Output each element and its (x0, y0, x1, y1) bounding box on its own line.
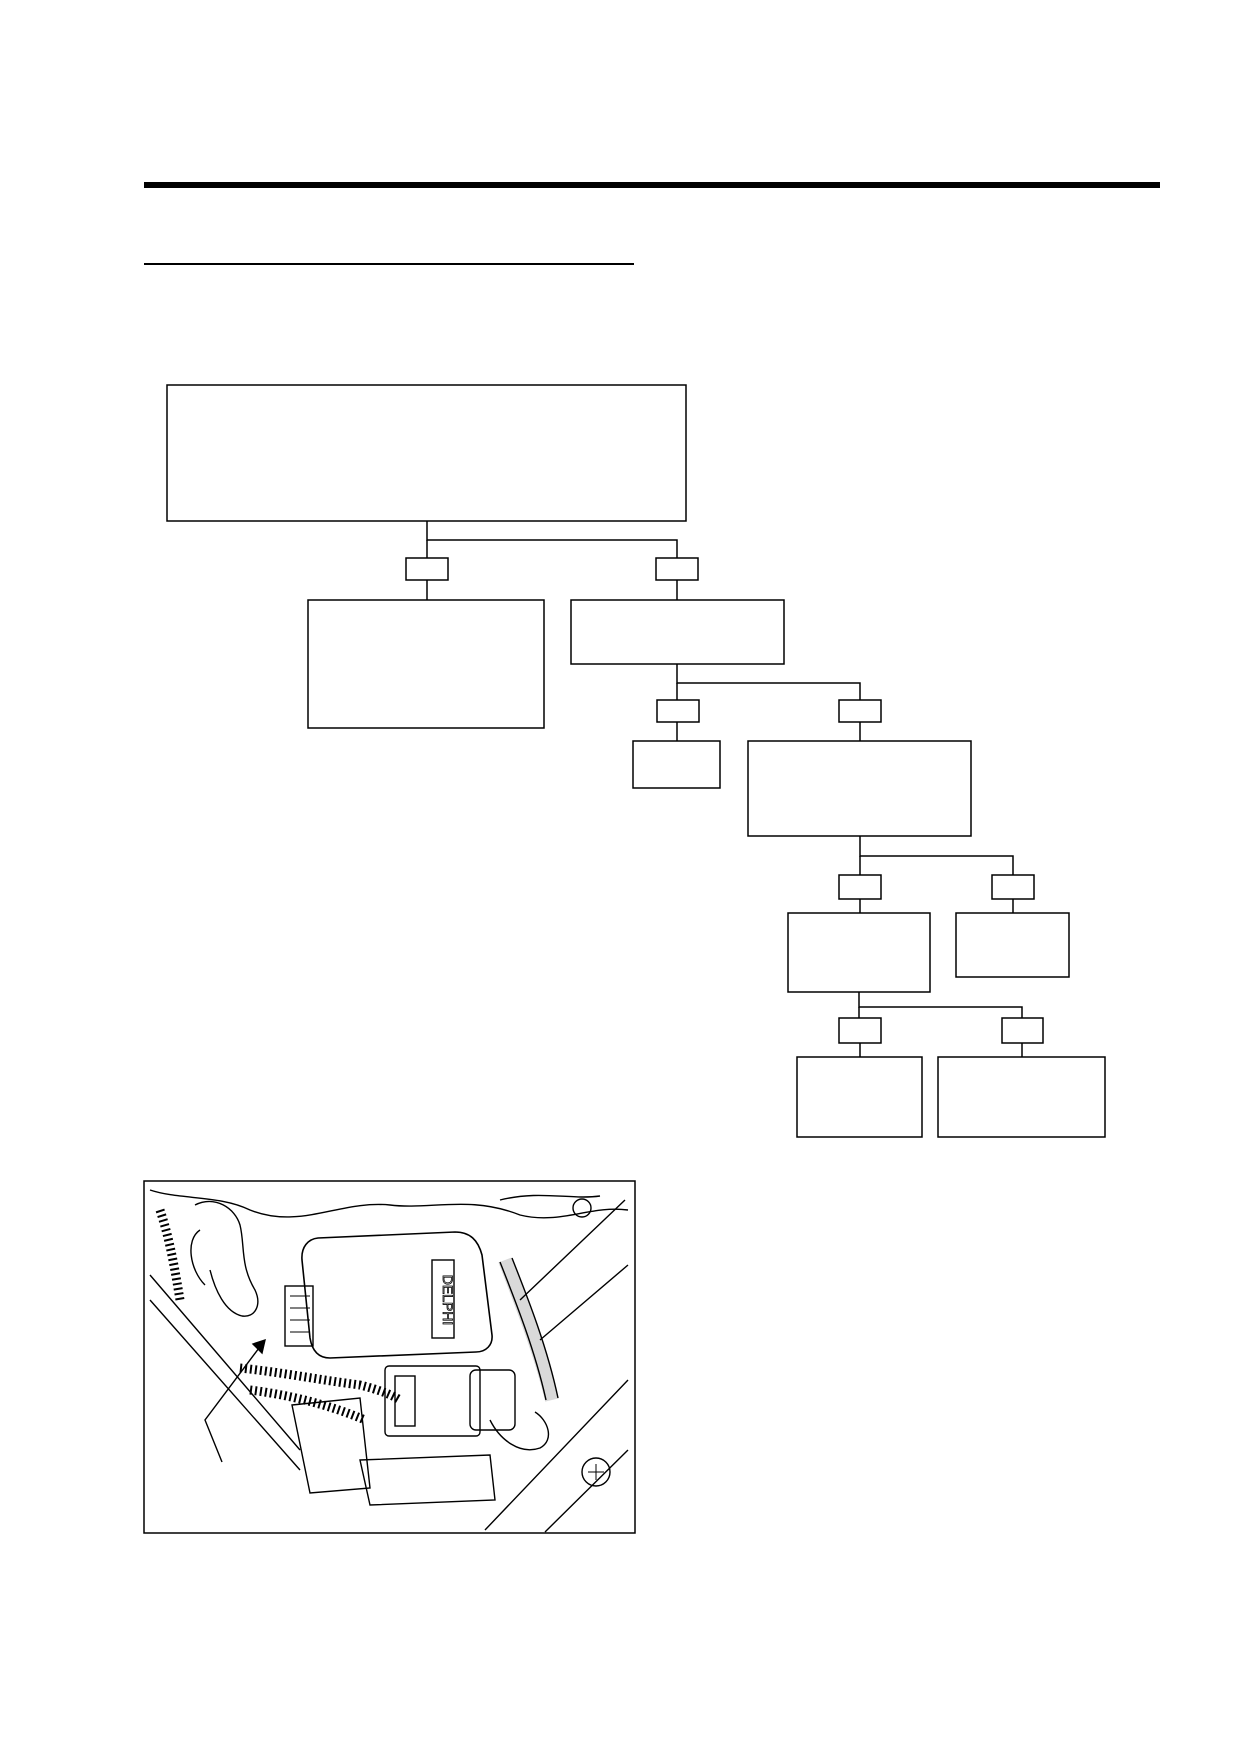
harness-edge-line (149, 1274, 301, 1471)
section-title-underline (144, 263, 634, 265)
hand-outline (190, 1229, 206, 1286)
relay-latch (394, 1375, 416, 1427)
header-rule (144, 182, 1160, 188)
lower-bracket (291, 1397, 371, 1494)
mount-bolt (572, 1198, 592, 1218)
lower-module (359, 1454, 496, 1506)
bolt-cross (588, 1464, 604, 1480)
wire-sleeve (498, 1257, 559, 1402)
connector-line (676, 664, 861, 700)
connector-pins (290, 1295, 310, 1333)
corrugated-harness (239, 1363, 403, 1404)
corrugated-harness (249, 1385, 367, 1425)
callout-arrowhead (251, 1338, 266, 1355)
branch-tag (656, 699, 700, 723)
brand-marking: DELPHI (440, 1275, 456, 1326)
hand-outline (489, 1411, 550, 1451)
bracket-outline (499, 1194, 601, 1201)
hand-outline (194, 1200, 259, 1317)
callout-arrow-line (204, 1339, 266, 1463)
illustration-frame (143, 1180, 636, 1534)
control-module-body (301, 1231, 493, 1359)
connector-line (859, 836, 1014, 875)
cover-outline (149, 1189, 629, 1219)
bracket-line (484, 1199, 629, 1533)
wire-sleeve-outline (499, 1257, 559, 1401)
connector-line (426, 521, 678, 558)
corrugated-harness (155, 1208, 185, 1301)
harness-connector (284, 1285, 314, 1347)
flow-box-left-result (307, 599, 545, 729)
mount-bolt (581, 1457, 611, 1487)
brand-plate (431, 1259, 455, 1339)
relay-connector (384, 1365, 481, 1437)
relay-body (469, 1369, 516, 1431)
connector-line (858, 992, 1023, 1018)
